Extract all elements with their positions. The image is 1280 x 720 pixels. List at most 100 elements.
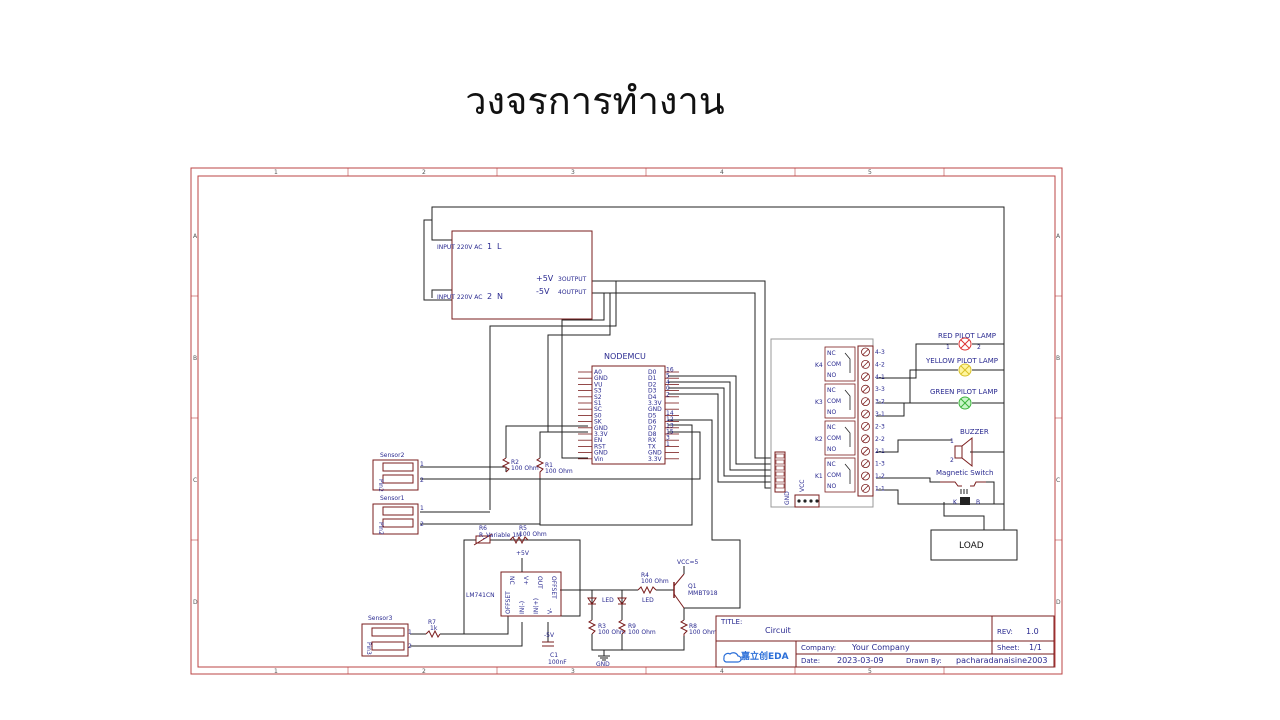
relay-terminal-slot xyxy=(862,472,869,480)
relay-contact-label: NO xyxy=(827,446,836,453)
led1-icon xyxy=(587,597,597,605)
relay-contact-label: COM xyxy=(827,472,841,479)
row-label-d: D xyxy=(193,599,198,606)
nodemcu-left-pin: GND xyxy=(594,425,608,432)
relay-contact-label: NO xyxy=(827,483,836,490)
relay-channel-label: K3 xyxy=(815,399,823,406)
opamp-top-pin: NC xyxy=(508,576,515,585)
sensor2-pin-label: Pin2 xyxy=(377,479,384,492)
rev-value: 1.0 xyxy=(1026,627,1039,636)
relay-contact-arm xyxy=(844,389,851,410)
opamp-bottom-pin: V- xyxy=(547,608,554,614)
relay-vcc-label: VCC xyxy=(799,480,806,492)
title-block: TITLE: Circuit REV: 1.0 Company: Your Co… xyxy=(715,615,1055,668)
col-label-4-bottom: 4 xyxy=(720,668,724,675)
relay-terminal-slot xyxy=(862,398,869,405)
nodemcu-left-pin: GND xyxy=(594,375,608,382)
magnetic-switch-label: Magnetic Switch xyxy=(936,469,993,477)
r9-label: R9 xyxy=(628,623,636,630)
nodemcu-left-pin: GND xyxy=(594,450,608,457)
nodemcu-right-pin: D1 xyxy=(648,375,657,382)
nodemcu-right-pin-num: 2 xyxy=(666,391,670,398)
r8-value: 100 Ohm xyxy=(689,629,717,636)
relay-channel-label: K2 xyxy=(815,436,823,443)
relay-terminal-slot xyxy=(862,348,869,356)
relay-terminal-slot xyxy=(862,361,869,368)
nodemcu-left-pin: A0 xyxy=(594,369,602,376)
relay-contact-arm xyxy=(844,352,851,373)
c1-label: C1 xyxy=(550,652,558,659)
vcc5-label: VCC=5 xyxy=(677,559,699,566)
slide-title: วงจรการทำงาน xyxy=(465,79,725,123)
nodemcu-right-pin-num: 0 xyxy=(666,385,670,392)
relay-terminal-slot xyxy=(862,435,869,443)
buzzer-pin1: 1 xyxy=(950,438,954,445)
relay-terminal-slot xyxy=(862,423,869,430)
sensor1-p1: 1 xyxy=(420,505,424,512)
nodemcu-right-pin: TX xyxy=(647,443,656,450)
r5-value: 100 Ohm xyxy=(519,531,547,538)
relay-gnd-label: GND xyxy=(784,491,791,505)
col-label-3-bottom: 3 xyxy=(571,668,575,675)
relay-contact-label: NC xyxy=(827,424,836,431)
sensor1-label: Sensor1 xyxy=(380,495,405,502)
r8-label: R8 xyxy=(689,623,697,630)
col-label-4: 4 xyxy=(720,169,724,176)
q1-label: Q1 xyxy=(688,583,697,590)
relay-terminal-label: 3-1 xyxy=(875,411,885,418)
relay-terminal-label: 3-2 xyxy=(875,399,885,406)
nodemcu-module: NODEMCU A0GNDVUS3S2S1SCS0SKGND3.3VENRSTG… xyxy=(578,352,679,465)
nodemcu-right-pin: 3.3V xyxy=(648,456,663,463)
relay-contact-label: NC xyxy=(827,350,836,357)
relay-contact-label: COM xyxy=(827,361,841,368)
nodemcu-right-pin: D0 xyxy=(648,369,657,376)
relay-terminal-label: 1-1 xyxy=(875,485,885,492)
nodemcu-right-pin-num: 12 xyxy=(666,416,674,423)
psu-input-l-label: INPUT 220V AC xyxy=(437,244,483,251)
nodemcu-right-pin: RX xyxy=(648,437,656,444)
sensor3-pin-label: Pin3 xyxy=(365,642,372,655)
relay-channel-box xyxy=(824,383,856,419)
magnetic-switch-k: K xyxy=(953,499,958,506)
psu-input-l-pin: L xyxy=(497,242,502,251)
r6-value: R_Variable 1M xyxy=(479,532,521,539)
nodemcu-name: NODEMCU xyxy=(604,352,646,361)
relay-contact-arm xyxy=(844,463,851,484)
relay-power-pin xyxy=(815,499,819,503)
green-lamp-label: GREEN PILOT LAMP xyxy=(930,388,998,396)
relay-terminal-label: 2-3 xyxy=(875,423,885,430)
nodemcu-left-pin: S3 xyxy=(594,388,602,395)
relay-terminal-label: 2-1 xyxy=(875,448,885,455)
nodemcu-left-pin: 3.3V xyxy=(594,431,609,438)
relay-terminal-label: 1-2 xyxy=(875,473,885,480)
nodemcu-right-pin: D2 xyxy=(648,381,657,388)
red-lamp-pin1: 1 xyxy=(946,344,950,351)
nodemcu-left-pin: RST xyxy=(594,443,606,450)
resistors: R2 100 Ohm R1 100 Ohm R6 R_Variable 1M R… xyxy=(425,457,717,639)
buzzer-icon xyxy=(954,436,973,468)
buzzer-label: BUZZER xyxy=(960,428,989,436)
wires xyxy=(410,206,1005,656)
led2-icon xyxy=(617,597,627,605)
relay-header-pin xyxy=(775,465,785,471)
r4-label: R4 xyxy=(641,572,649,579)
drawn-label: Drawn By: xyxy=(906,657,942,665)
col-label-3: 3 xyxy=(571,169,575,176)
row-label-d-right: D xyxy=(1056,599,1061,606)
easyeda-logo-icon xyxy=(723,652,742,663)
relay-channel-label: K1 xyxy=(815,473,823,480)
led1-label: LED xyxy=(602,597,614,604)
sensor3-p1: 1 xyxy=(408,629,412,636)
psu-out-neg-pin: 4OUTPUT xyxy=(558,289,587,296)
relay-terminal-slot xyxy=(862,385,869,393)
easyeda-logo-text: 嘉立创EDA xyxy=(740,650,789,662)
sheet-frame: 1 2 3 4 5 1 2 3 4 5 A B C D A B C D xyxy=(190,167,1063,675)
nodemcu-right-pin: D5 xyxy=(648,412,657,419)
relay-terminal-slot xyxy=(862,373,869,381)
relay-header-pin xyxy=(775,483,785,489)
sheet-label: Sheet: xyxy=(997,644,1020,652)
relay-channel-label: K4 xyxy=(815,362,823,369)
sensors: Sensor2 Pin2 1 2 Sensor1 Pin2 1 2 Sensor… xyxy=(361,452,424,657)
psu-out-pos: +5V xyxy=(536,274,554,283)
